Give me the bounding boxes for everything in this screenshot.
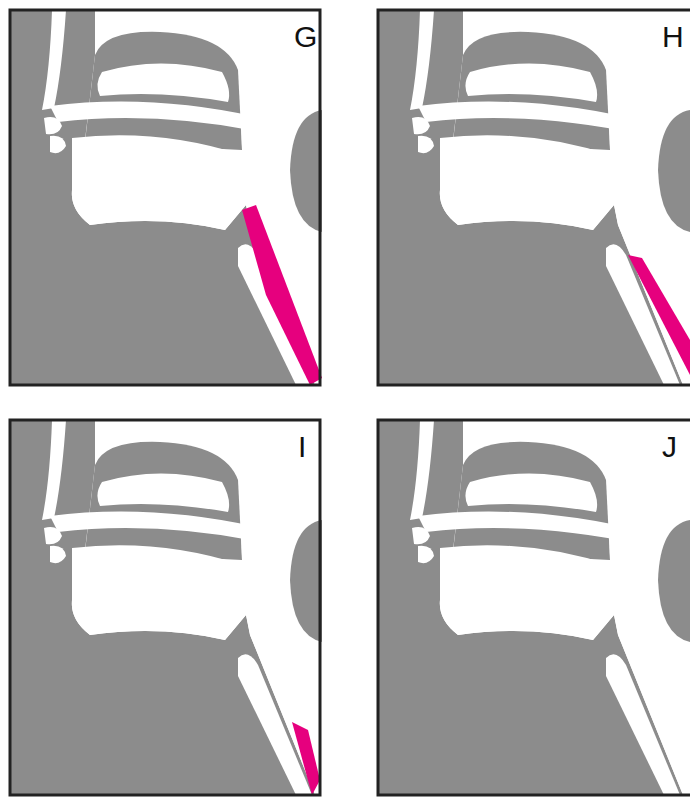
panel-frame <box>378 420 690 795</box>
panel-j <box>378 420 690 795</box>
bolus <box>242 205 322 385</box>
panel-frame <box>378 10 690 385</box>
panel-g <box>10 10 322 385</box>
bolus <box>628 255 690 375</box>
bolus <box>292 722 320 795</box>
panel-i <box>10 420 322 795</box>
panel-frame <box>10 10 320 385</box>
panel-letter: I <box>298 432 306 462</box>
panel-letter: H <box>662 22 684 52</box>
panel-frame <box>10 420 320 795</box>
panel-letter: G <box>294 22 317 52</box>
panel-h <box>378 10 690 385</box>
panel-letter: J <box>662 432 677 462</box>
